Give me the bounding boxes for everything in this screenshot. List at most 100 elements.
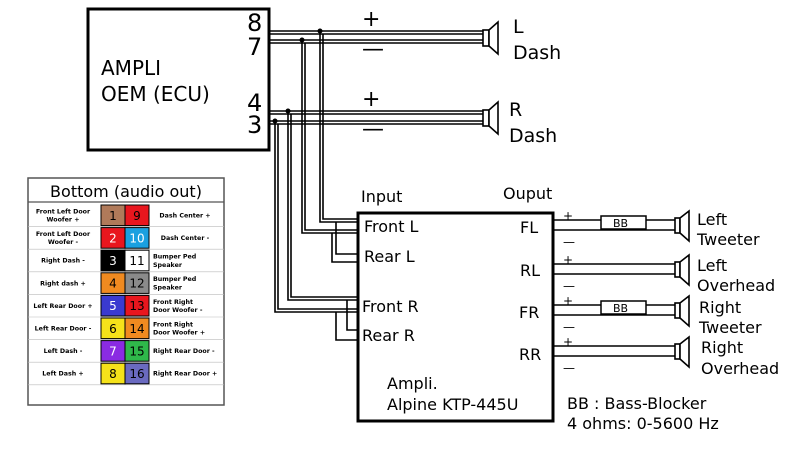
speaker-icon xyxy=(674,209,690,243)
fr-minus: — xyxy=(563,320,575,334)
speaker-icon xyxy=(674,335,690,369)
dash-r-plus: + xyxy=(362,87,380,112)
pinout-title: Bottom (audio out) xyxy=(50,182,202,201)
pin-cell xyxy=(124,204,150,227)
pin-number: 10 xyxy=(129,231,144,245)
pin-number: 8 xyxy=(109,367,117,381)
input-branch-wires xyxy=(274,31,358,341)
fl-plus: + xyxy=(563,209,573,223)
oem-amp-label-1: AMPLI xyxy=(101,56,161,80)
oem-pin-8: 8 xyxy=(247,9,262,37)
pin-cell xyxy=(124,362,150,385)
output-fl: FL xyxy=(520,218,538,237)
oem-pin-7: 7 xyxy=(247,33,262,61)
bass-blocker-fl-label: BB xyxy=(613,217,628,230)
speaker-icon xyxy=(674,294,690,328)
out-spk-3-line1: Right xyxy=(699,298,741,317)
oem-pin-4: 4 xyxy=(247,89,262,117)
note-ohms: 4 ohms: 0-5600 Hz xyxy=(567,414,719,433)
pinout-left-label: Woofer - xyxy=(48,239,79,246)
pinout-left-label: Front Left Door xyxy=(36,231,91,238)
out-spk-1-line2: Tweeter xyxy=(696,230,760,249)
input-rear-r: Rear R xyxy=(362,326,415,345)
pinout-left-label: Right dash + xyxy=(40,280,86,287)
pin-cell xyxy=(124,294,150,317)
pinout-right-label: Front Right xyxy=(153,299,193,306)
pinout-right-label: Speaker xyxy=(153,262,183,269)
pin-number: 7 xyxy=(109,344,117,358)
pin-number: 16 xyxy=(129,367,144,381)
pinout-right-label: Door Woofer - xyxy=(153,307,203,314)
pinout-left-label: Woofer + xyxy=(47,217,80,224)
pin-cell xyxy=(124,317,150,340)
fr-plus: + xyxy=(563,294,573,308)
pin-number: 6 xyxy=(109,322,117,336)
output-fr: FR xyxy=(519,303,539,322)
oem-amp-label-2: OEM (ECU) xyxy=(101,82,210,106)
pinout-left-label: Front Left Door xyxy=(36,208,91,215)
bass-blocker-fr-label: BB xyxy=(613,302,628,315)
bass-blocker-fr xyxy=(600,300,647,315)
speaker-icon xyxy=(674,253,690,287)
speaker-icon xyxy=(482,100,499,136)
out-spk-2-line1: Left xyxy=(697,256,727,275)
pin-number: 4 xyxy=(109,277,117,291)
input-heading: Input xyxy=(361,187,402,206)
input-front-l: Front L xyxy=(364,217,419,236)
out-spk-2-line2: Overhead xyxy=(697,276,775,295)
dash-l-minus: — xyxy=(362,37,384,62)
pinout-right-label: Door Woofer + xyxy=(153,330,205,337)
pin-number: 5 xyxy=(109,299,117,313)
rl-plus: + xyxy=(563,253,573,267)
pin-number: 14 xyxy=(129,322,144,336)
pin-cell xyxy=(124,249,150,272)
pin-cell xyxy=(124,272,150,294)
fl-minus: — xyxy=(563,235,575,249)
rl-minus: — xyxy=(563,279,575,293)
pin-number: 9 xyxy=(133,209,141,223)
pin-number: 11 xyxy=(129,254,144,268)
pin-number: 3 xyxy=(109,254,117,268)
out-spk-4-line2: Overhead xyxy=(701,359,779,378)
pinout-right-label: Dash Center - xyxy=(161,235,210,242)
pin-number: 13 xyxy=(129,299,144,313)
pinout-left-label: Left Rear Door - xyxy=(35,326,92,333)
dash-l-name-2: Dash xyxy=(513,42,561,64)
pinout-right-label: Dash Center + xyxy=(159,213,210,220)
pinout-left-label: Left Rear Door + xyxy=(33,303,92,310)
pin-number: 1 xyxy=(109,209,117,223)
pinout-right-label: Right Rear Door + xyxy=(153,371,217,378)
out-spk-1-line1: Left xyxy=(697,210,727,229)
rr-plus: + xyxy=(563,335,573,349)
pinout-right-label: Right Rear Door - xyxy=(153,348,215,355)
pin-number: 2 xyxy=(109,231,117,245)
dash-l-plus: + xyxy=(362,7,380,32)
dash-r-name-1: R xyxy=(509,99,522,121)
dash-r-name-2: Dash xyxy=(509,125,557,147)
dash-l-name-1: L xyxy=(513,16,524,38)
pin-cell xyxy=(124,227,150,249)
oem-amp-box xyxy=(86,7,271,152)
output-heading: Ouput xyxy=(503,184,552,203)
speaker-icon xyxy=(482,20,499,56)
pinout-left-label: Left Dash + xyxy=(42,371,83,378)
pinout-left-label: Right Dash - xyxy=(41,258,85,265)
oem-pin-3: 3 xyxy=(247,111,262,139)
input-front-r: Front R xyxy=(362,297,419,316)
alpine-label-2: Alpine KTP-445U xyxy=(387,395,518,414)
pin-number: 15 xyxy=(129,344,144,358)
pinout-right-label: Bumper Ped xyxy=(153,276,196,283)
output-rl: RL xyxy=(520,261,540,280)
pinout-right-label: Front Right xyxy=(153,321,193,328)
output-rr: RR xyxy=(519,345,541,364)
rr-minus: — xyxy=(563,361,575,375)
out-spk-4-line1: Right xyxy=(701,338,743,357)
dash-r-minus: — xyxy=(362,117,384,142)
bass-blocker-fl xyxy=(600,215,647,230)
input-rear-l: Rear L xyxy=(364,247,415,266)
pin-number: 12 xyxy=(129,277,144,291)
pinout-left-label: Left Dash - xyxy=(44,348,83,355)
alpine-label-1: Ampli. xyxy=(387,374,438,393)
